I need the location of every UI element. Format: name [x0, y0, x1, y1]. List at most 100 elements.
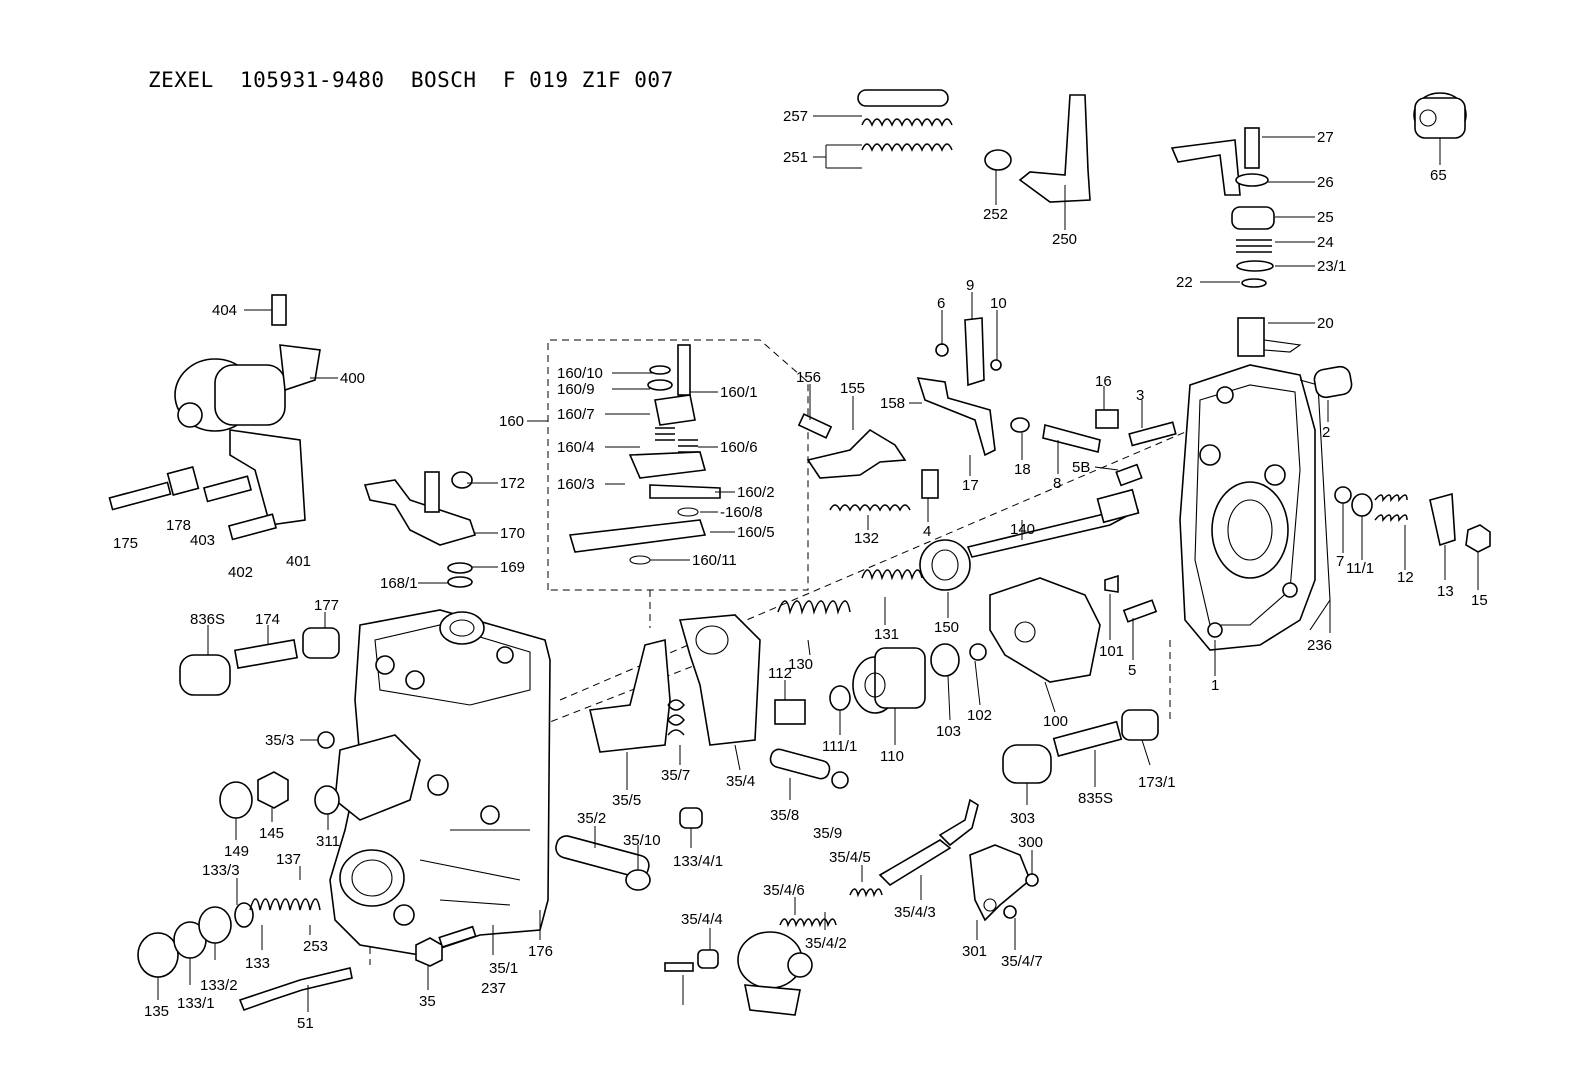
- fitting-5B: [1115, 463, 1143, 487]
- plug-2: [1313, 365, 1353, 399]
- diagram-title: ZEXEL 105931-9480 BOSCH F 019 Z1F 007: [148, 68, 674, 92]
- spring-35-4-7: [849, 888, 883, 898]
- cap-nut-65: [1413, 92, 1467, 139]
- pin-35-2: [555, 835, 650, 879]
- callout: 111/1: [822, 738, 857, 755]
- pin-101: [1104, 574, 1119, 593]
- callout: 101: [1099, 643, 1124, 660]
- callout: 15: [1471, 592, 1488, 609]
- bracket-35-4-2: [938, 798, 979, 847]
- callout: 133/4/1: [673, 853, 723, 870]
- callout: 35/8: [770, 807, 799, 824]
- spring-132: [829, 504, 911, 512]
- washer-11-1: [1351, 493, 1373, 517]
- callout: 35/4/4: [681, 911, 723, 928]
- block-112: [774, 699, 806, 725]
- callout: 35/4/3: [894, 904, 936, 921]
- callout: 20: [1317, 315, 1334, 332]
- callout: 160/2: [737, 484, 775, 501]
- callout: 175: [113, 535, 138, 552]
- callout: 12: [1397, 569, 1414, 586]
- callout: 150: [934, 619, 959, 636]
- spring-133: [249, 898, 321, 911]
- seal-149: [219, 781, 253, 819]
- callout: 236: [1307, 637, 1332, 654]
- callout: 176: [528, 943, 553, 960]
- lever-assembly-160: [568, 344, 721, 565]
- bracket-250: [1018, 94, 1091, 203]
- bolt-51: [438, 925, 477, 949]
- callout: 140: [1010, 521, 1035, 538]
- callout: 253: [303, 938, 328, 955]
- callout: 133: [245, 955, 270, 972]
- callout: 160/10: [557, 365, 603, 382]
- callout: 4: [923, 523, 931, 540]
- callout: 133/1: [177, 995, 215, 1012]
- callout: 252: [983, 206, 1008, 223]
- ring-150: [919, 539, 971, 591]
- sleeve-35-4-3: [697, 949, 719, 969]
- callout: 5B: [1072, 459, 1090, 476]
- callout: 133/2: [200, 977, 238, 994]
- callout: 178: [166, 517, 191, 534]
- plate-9: [964, 317, 985, 387]
- lever-155: [806, 428, 907, 479]
- callout: 131: [874, 626, 899, 643]
- callout: 172: [500, 475, 525, 492]
- callout: 135: [144, 1003, 169, 1020]
- cap-835S: [1002, 744, 1052, 784]
- callout: 25: [1317, 209, 1334, 226]
- callout: 9: [966, 277, 974, 294]
- callout: 13: [1437, 583, 1454, 600]
- callout: 160/9: [557, 381, 595, 398]
- ring-7: [1334, 486, 1352, 504]
- inset-160-outline: [547, 339, 809, 591]
- callout: 100: [1043, 713, 1068, 730]
- callout: 8: [1053, 475, 1061, 492]
- clip-102: [969, 643, 987, 661]
- clip-4: [921, 469, 939, 499]
- callout: 133/3: [202, 862, 240, 879]
- bolt-8: [1042, 423, 1101, 453]
- lever-35-5: [589, 638, 671, 753]
- pin-172: [424, 471, 440, 513]
- spring-12: [1374, 494, 1408, 523]
- pump-housing-237: [329, 609, 551, 956]
- callout: 112: [768, 665, 792, 682]
- callout: 35/7: [661, 767, 690, 784]
- callout: 836S: [190, 611, 225, 628]
- callout: 35/4/5: [829, 849, 871, 866]
- callout: 2: [1322, 424, 1330, 441]
- callout: 257: [783, 108, 808, 125]
- spring-35-7: [667, 699, 685, 736]
- callout: 27: [1317, 129, 1334, 146]
- callout: 303: [1010, 810, 1035, 827]
- callout: 300: [1018, 834, 1043, 851]
- callout: 26: [1317, 174, 1334, 191]
- callout: 11/1: [1346, 560, 1374, 577]
- callout: 103: [936, 723, 961, 740]
- callout: 10: [990, 295, 1007, 312]
- ring-133-4-1: [234, 902, 254, 928]
- callout: 173/1: [1138, 774, 1176, 791]
- callout: 18: [1014, 461, 1031, 478]
- callout: 35: [419, 993, 436, 1010]
- washer-169: [447, 562, 473, 574]
- callout: 35/3: [265, 732, 294, 749]
- fitting-18: [1010, 417, 1030, 433]
- callout: 102: [967, 707, 992, 724]
- callout: 251: [783, 149, 808, 166]
- callout: 35/4: [726, 773, 755, 790]
- callout: 110: [880, 748, 904, 765]
- clip-10: [990, 359, 1002, 371]
- callout: 145: [259, 825, 284, 842]
- cap-137: [137, 932, 179, 978]
- callout: 311: [316, 833, 340, 850]
- spring-130: [777, 600, 851, 615]
- callout: -160/8: [720, 504, 763, 521]
- seal-311: [314, 785, 340, 815]
- callout: 35/2: [577, 810, 606, 827]
- nut-15: [1465, 524, 1491, 553]
- callout: 22: [1176, 274, 1193, 291]
- bolt-174: [233, 639, 299, 669]
